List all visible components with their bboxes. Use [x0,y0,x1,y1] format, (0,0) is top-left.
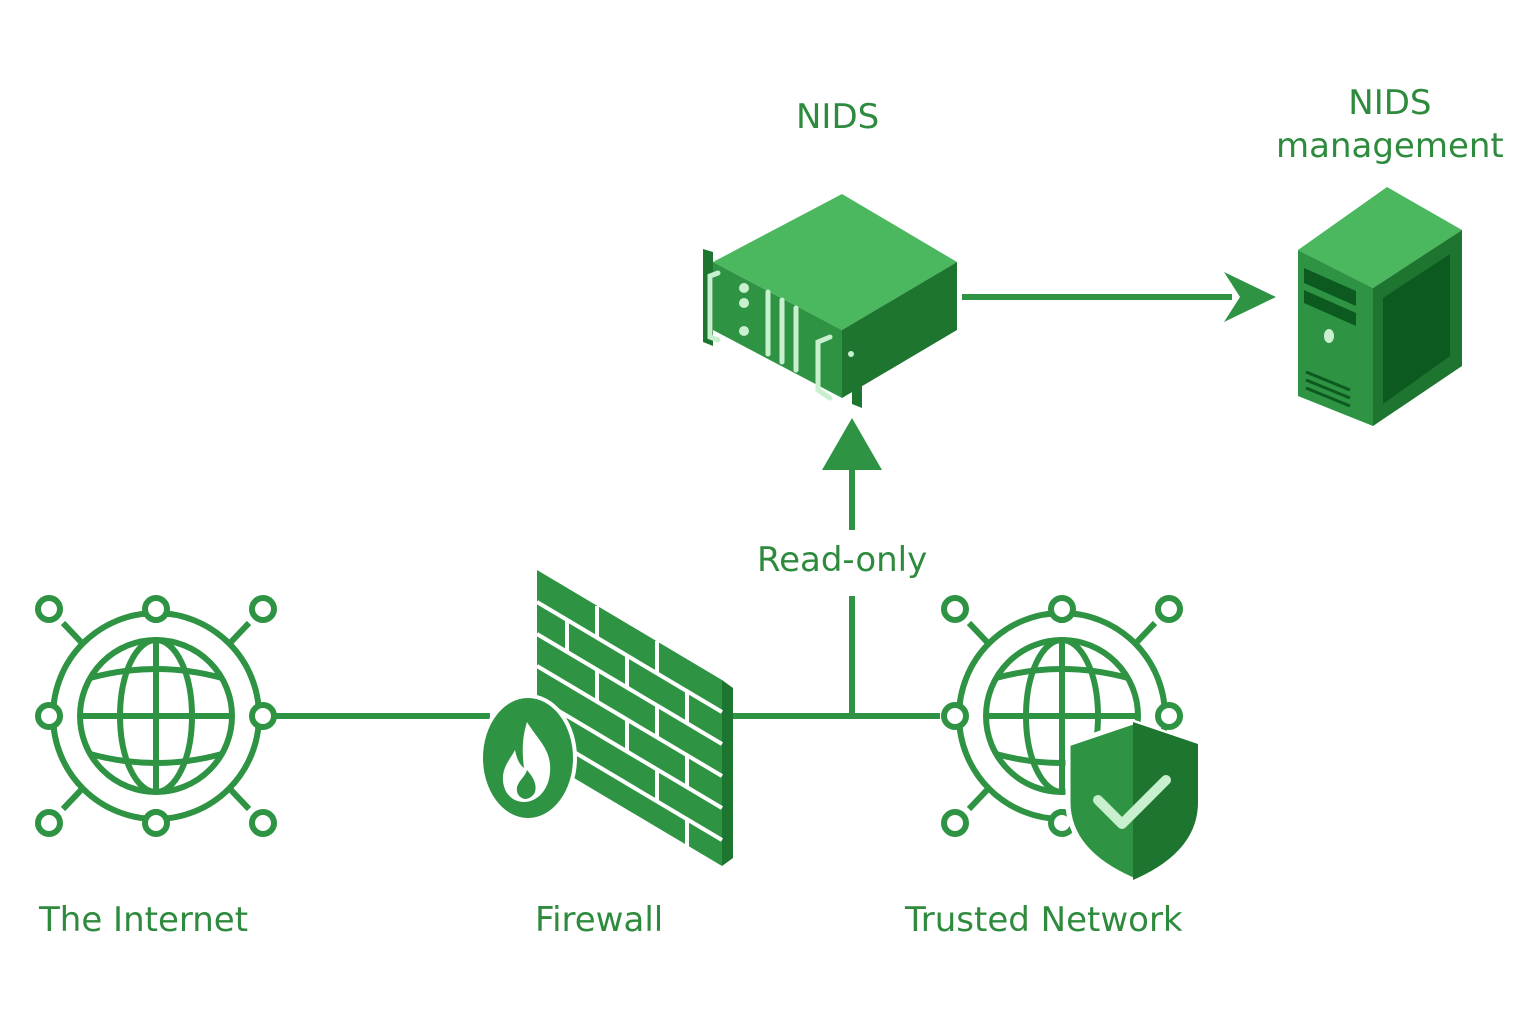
globe-network-icon [35,595,277,837]
tower-server-icon [1298,187,1462,426]
read-only-label: Read-only [757,540,928,580]
brick-wall-fire-icon [479,570,733,866]
tap-arrowhead [822,418,882,470]
rack-server-icon [703,194,957,408]
shield-check-icon [1065,719,1201,883]
globe-network-shield-icon [941,595,1201,883]
trusted-network-label: Trusted Network [905,900,1183,940]
nids-management-label-line2: management [1276,125,1504,166]
flame-icon [502,722,551,802]
internet-label: The Internet [39,900,249,940]
connections [276,294,1232,719]
nids-management-label-line1: NIDS [1348,83,1432,123]
firewall-label: Firewall [535,900,664,940]
nids-label: NIDS [796,97,880,137]
mgmt-arrowhead [1224,272,1276,322]
nids-management-label: NIDS management [1276,82,1504,167]
